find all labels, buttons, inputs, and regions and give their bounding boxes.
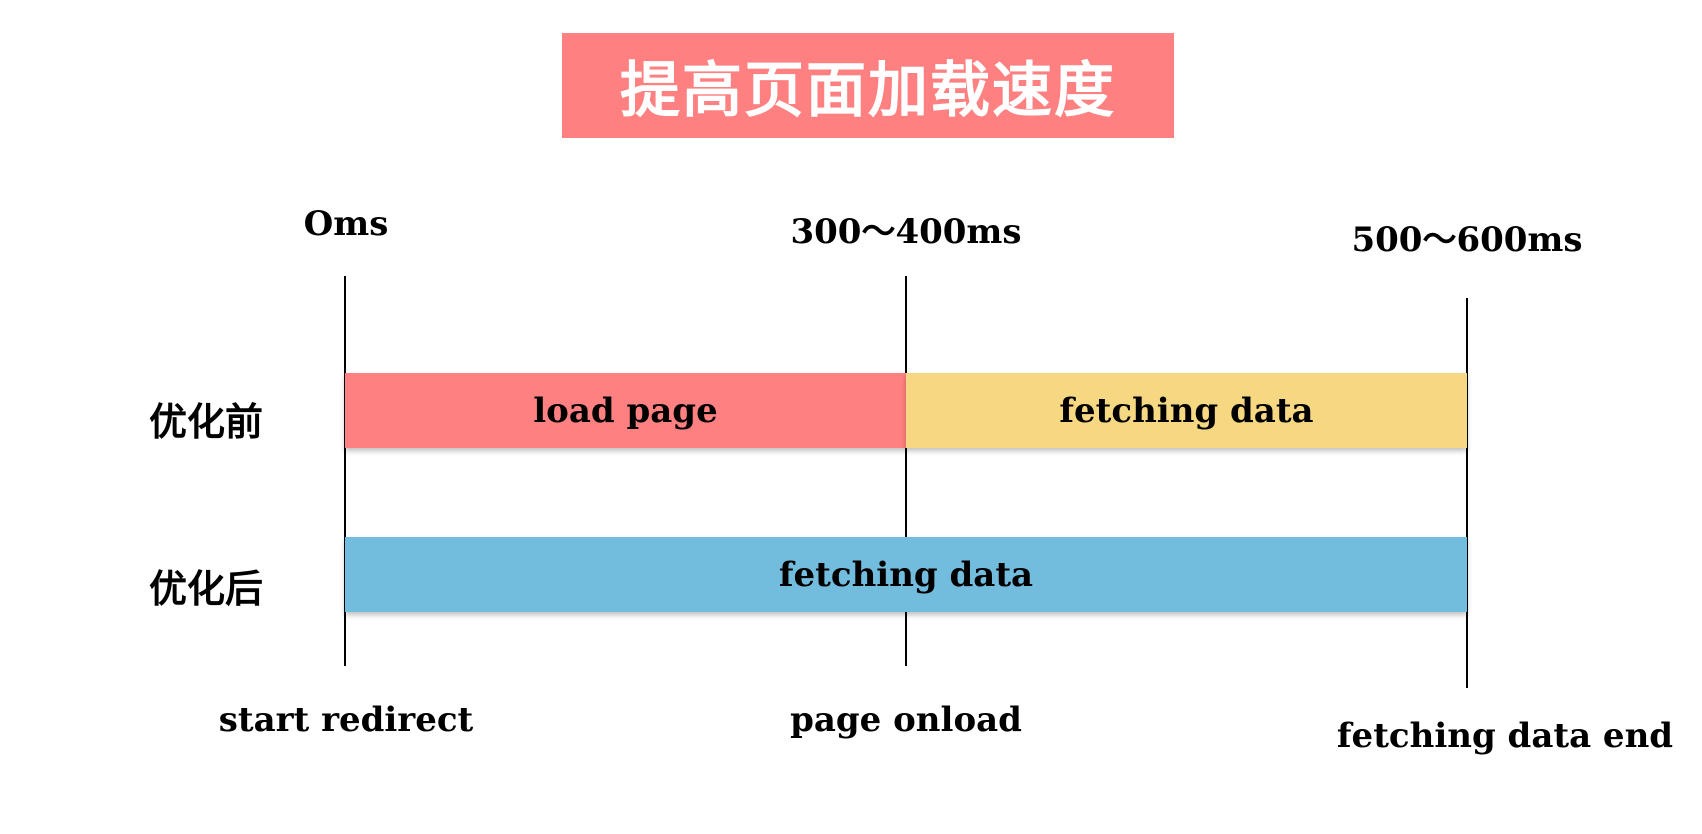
time-label-0ms: Oms — [303, 204, 389, 244]
bar-fetching-data-after: fetching data — [345, 537, 1467, 612]
row-label-before: 优化前 — [149, 400, 264, 444]
page-title: 提高页面加载速度 — [562, 33, 1174, 138]
marker-line-start — [344, 276, 346, 666]
row-label-after: 优化后 — [149, 567, 264, 611]
marker-line-onload — [905, 276, 907, 666]
event-label-fetching-data-end: fetching data end — [1336, 716, 1674, 756]
event-label-page-onload: page onload — [790, 700, 1022, 740]
time-label-500-600ms: 500～600ms — [1351, 220, 1583, 260]
bar-load-page: load page — [345, 373, 906, 448]
time-label-300-400ms: 300～400ms — [790, 212, 1022, 252]
bar-fetching-data-before: fetching data — [906, 373, 1467, 448]
marker-line-end — [1466, 298, 1468, 688]
event-label-start-redirect: start redirect — [218, 700, 474, 740]
